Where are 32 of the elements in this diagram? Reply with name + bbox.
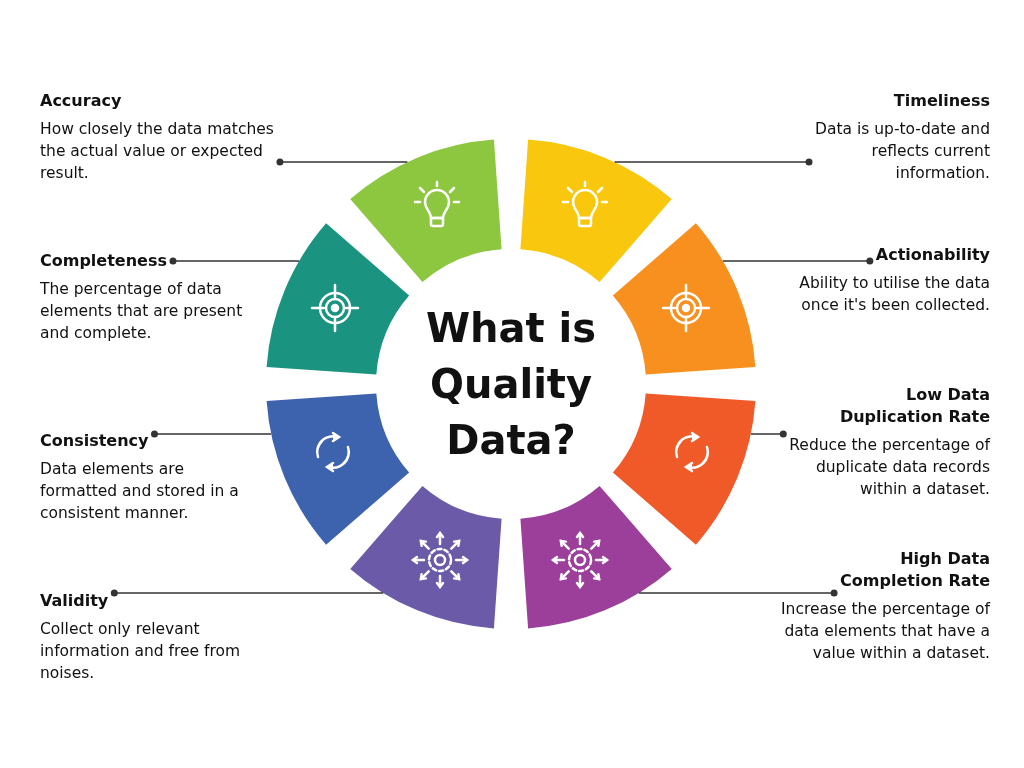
- ring-segment: [612, 393, 756, 545]
- description: Ability to utilise the data once it's been collected.: [798, 273, 990, 316]
- leader-line: [750, 430, 787, 438]
- heading: Low Data Duplication Rate: [838, 384, 990, 428]
- ring-segment: [266, 393, 410, 545]
- description: Data elements are formatted and stored in a consistent manner.: [40, 459, 240, 524]
- leader-line: [638, 589, 838, 597]
- leader-line: [613, 158, 813, 166]
- description: Collect only relevant information and free from noises.: [40, 619, 242, 684]
- ring-segment: [612, 223, 756, 375]
- leader-line: [169, 257, 300, 265]
- leader-line: [110, 589, 384, 597]
- ring-segment: [350, 139, 502, 283]
- heading: Completeness: [40, 250, 168, 272]
- description: Data is up-to-date and reflects current information.: [814, 119, 990, 184]
- ring-segment: [266, 223, 410, 375]
- ring-segment: [520, 139, 672, 283]
- ring-segment: [520, 485, 672, 629]
- ring-segment: [350, 485, 502, 629]
- heading: Actionability: [874, 244, 990, 266]
- description: Increase the percentage of data elements that have a value within a dataset.: [780, 599, 990, 664]
- heading: Accuracy: [40, 90, 123, 112]
- heading: High Data Completion Rate: [839, 548, 990, 592]
- description: How closely the data matches the actual value or expected result.: [40, 119, 275, 184]
- heading: Timeliness: [892, 90, 990, 112]
- heading: Consistency: [40, 430, 150, 452]
- leader-line: [722, 257, 874, 265]
- description: Reduce the percentage of duplicate data records within a dataset.: [788, 435, 990, 500]
- leader-line: [150, 430, 272, 438]
- heading: Validity: [40, 590, 110, 612]
- description: The percentage of data elements that are present and complete.: [40, 279, 244, 344]
- leader-line: [276, 158, 409, 166]
